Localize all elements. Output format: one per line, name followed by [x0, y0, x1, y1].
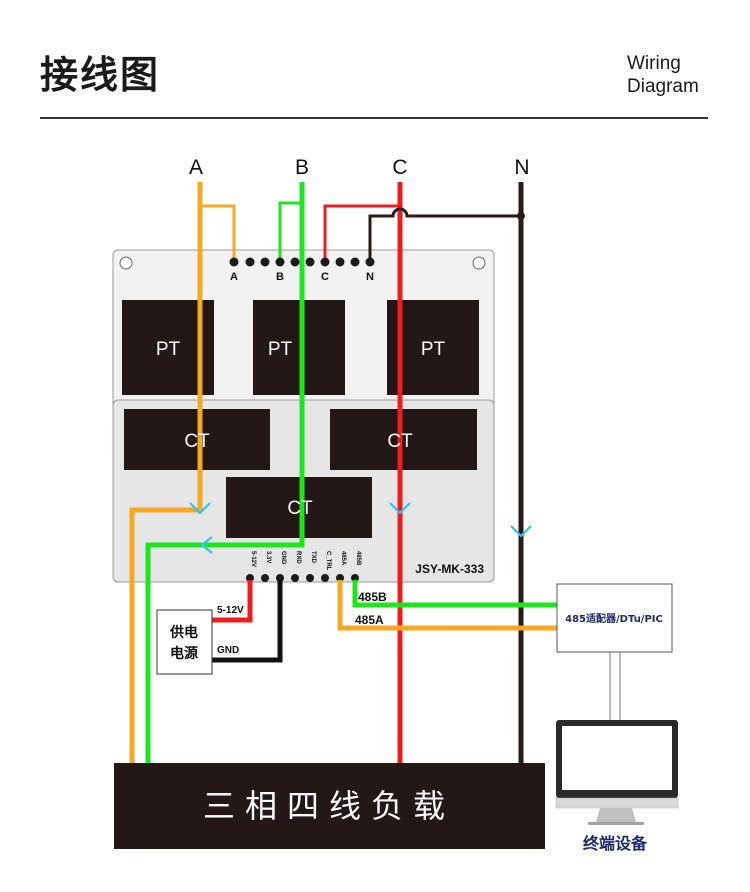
- power-vplus-label: 5-12V: [217, 605, 244, 616]
- bus-485a-label: 485A: [355, 613, 384, 627]
- terminal-dot: [305, 257, 315, 267]
- phase-label-b: B: [295, 156, 309, 179]
- phase-label-a: A: [189, 156, 203, 179]
- pt-block-b: [253, 300, 345, 395]
- wire-phase-c-tap: [323, 204, 400, 262]
- pin-labels: 5-12V 3.3V GND RXD TXD C_TRL 485A 485B: [250, 551, 361, 571]
- power-supply-box: [156, 609, 213, 675]
- mounting-hole: [472, 256, 486, 270]
- terminal-label-c: C: [321, 271, 329, 283]
- pt-label: PT: [421, 339, 446, 360]
- monitor-icon: [555, 720, 679, 825]
- subtitle-line-2: Diagram: [627, 76, 699, 97]
- pin-label: 5-12V: [250, 551, 256, 567]
- pt-label: PT: [268, 339, 293, 360]
- wire-phase-a-tap: [200, 204, 236, 262]
- adapter-label: 485适配器/DTu/PIC: [565, 612, 663, 625]
- terminal-dot: [350, 257, 360, 267]
- pin-label: TXD: [310, 551, 316, 564]
- direction-arrow-icon: [200, 536, 213, 554]
- pin-label: 485B: [355, 551, 361, 566]
- ct-block-a: [124, 409, 270, 470]
- page-subtitle: Wiring Diagram: [627, 52, 699, 98]
- power-supply-label: 供电: [169, 624, 198, 641]
- terminal-dot: [245, 257, 255, 267]
- terminal-label-a: A: [230, 271, 238, 283]
- pin-label: 485A: [340, 551, 346, 566]
- page-title: 接线图: [40, 53, 161, 97]
- pin-label: RXD: [295, 551, 301, 564]
- pin-dot: [291, 574, 299, 582]
- module-name: JSY-MK-333: [415, 562, 484, 576]
- wire-485b: [352, 580, 557, 608]
- terminal-dot: [275, 257, 285, 267]
- pin-label: GND: [280, 551, 286, 565]
- pin-dot: [321, 574, 329, 582]
- ct-label: CT: [387, 431, 413, 452]
- direction-arrow-icon: [510, 525, 532, 538]
- terminal-dot: [229, 257, 239, 267]
- direction-arrow-icon: [189, 502, 211, 515]
- pin-dot: [306, 574, 314, 582]
- power-supply-label: 电源: [170, 645, 198, 662]
- subtitle-line-1: Wiring: [627, 53, 681, 74]
- phase-label-n: N: [514, 156, 529, 179]
- pin-label: C_TRL: [325, 551, 331, 571]
- pt-label: PT: [156, 339, 181, 360]
- wire-485a: [337, 580, 557, 631]
- ct-block-c: [330, 409, 477, 470]
- wire-phase-b-tap: [278, 201, 302, 262]
- wire-power-gnd: [212, 580, 283, 663]
- terminal-device-label: 终端设备: [583, 834, 648, 853]
- wire-phase-b: [145, 182, 305, 765]
- wire-power-positive: [212, 580, 253, 623]
- wire-neutral-tap: [368, 207, 521, 262]
- bus-485b-label: 485B: [358, 590, 387, 604]
- terminal-label-b: B: [276, 271, 284, 283]
- header-divider: [40, 117, 708, 119]
- pin-dot: [261, 574, 269, 582]
- terminal-dot: [335, 257, 345, 267]
- terminal-label-n: N: [366, 271, 374, 283]
- pin-label: 3.3V: [265, 551, 271, 563]
- power-gnd-label: GND: [217, 645, 239, 656]
- mounting-hole: [119, 256, 133, 270]
- direction-arrow-icon: [389, 502, 411, 515]
- terminal-dot: [290, 257, 300, 267]
- ct-label: CT: [287, 498, 313, 519]
- terminal-dot: [365, 257, 375, 267]
- terminal-dot: [260, 257, 270, 267]
- ct-label: CT: [184, 431, 210, 452]
- load-label: 三相四线负载: [203, 787, 455, 825]
- phase-label-c: C: [392, 156, 407, 179]
- terminal-dot: [320, 257, 330, 267]
- adapter-box: [556, 583, 673, 653]
- load-block: [114, 763, 545, 849]
- ct-block-b: [226, 477, 372, 538]
- wire-phase-a: [129, 182, 203, 765]
- neutral-junction: [517, 212, 525, 220]
